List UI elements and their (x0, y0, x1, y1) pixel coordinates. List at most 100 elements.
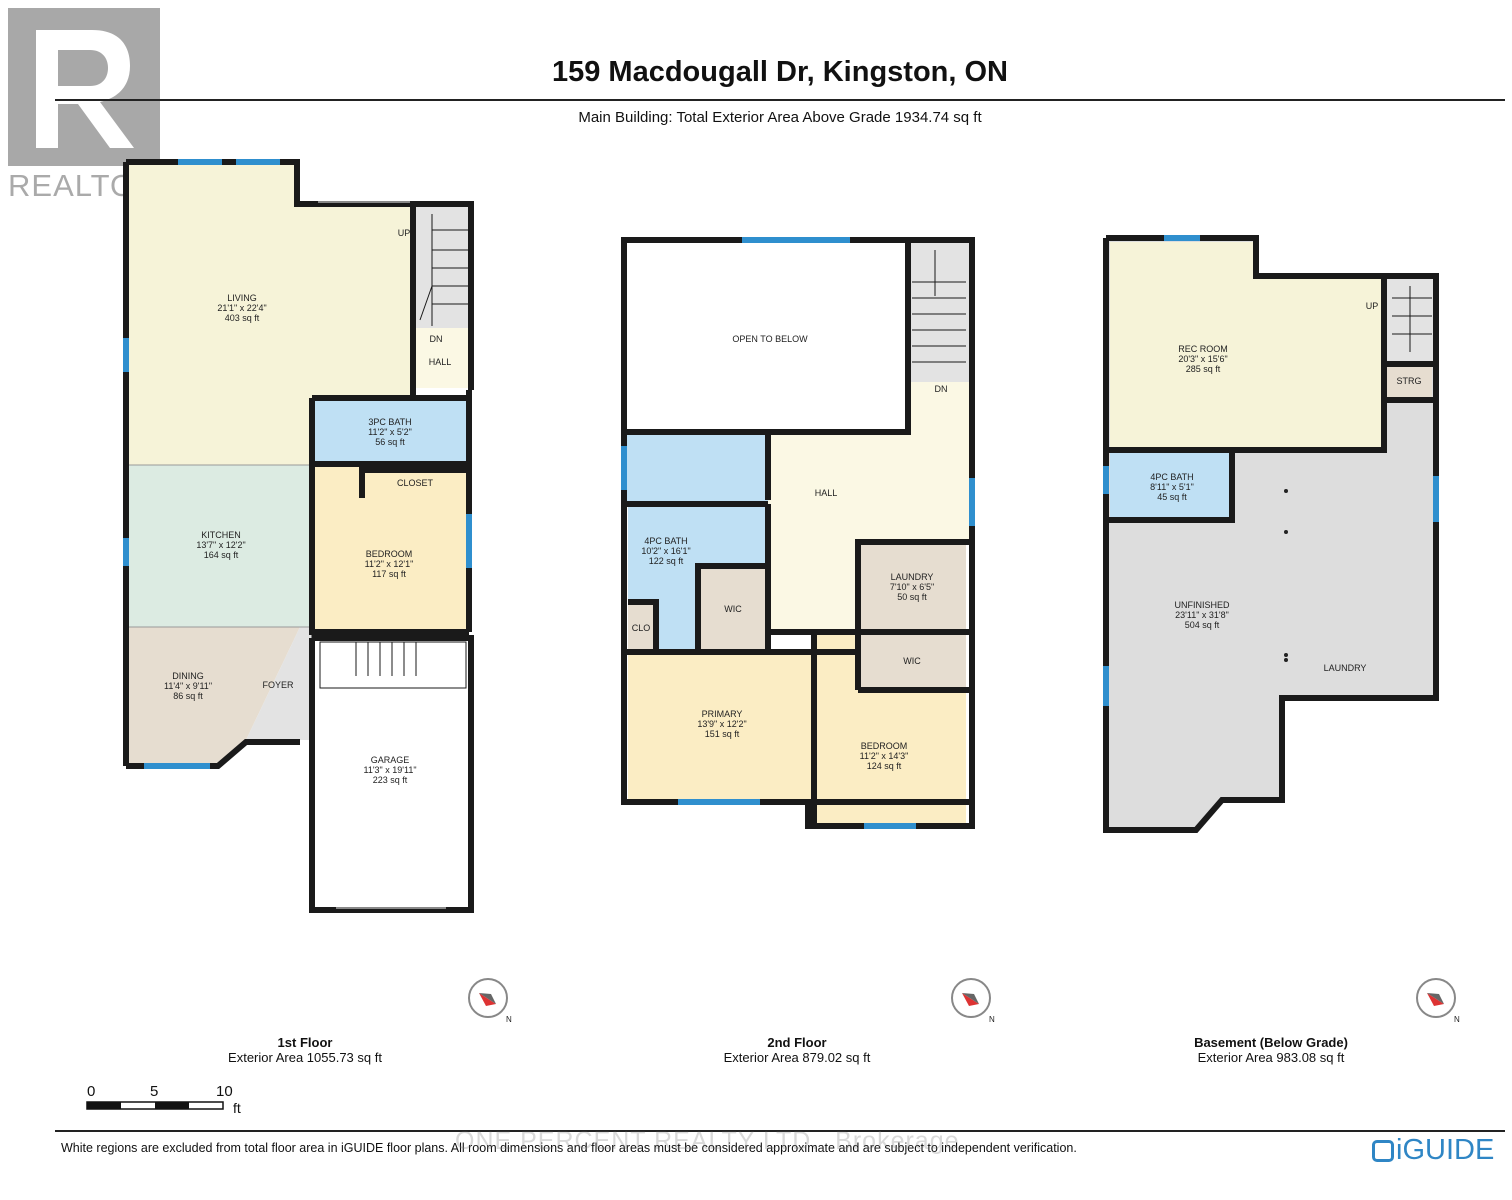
label-unfinished: UNFINISHED (1174, 600, 1230, 610)
label-4pc-bath-basement: 4PC BATH (1150, 472, 1193, 482)
area-bedroom-second: 124 sq ft (867, 761, 902, 771)
room-foyer (246, 627, 312, 740)
room-rec-room (1110, 242, 1382, 450)
label-4pc-bath-second: 4PC BATH (644, 536, 687, 546)
label-rec-room: REC ROOM (1178, 344, 1228, 354)
label-dining: DINING (172, 671, 204, 681)
room-laundry-second (858, 542, 966, 630)
room-clo (628, 602, 656, 652)
room-dining (126, 627, 300, 763)
svg-text:N: N (506, 1015, 512, 1024)
compass-icon-first: N (468, 978, 512, 1024)
stair-dn-first: DN (430, 334, 443, 344)
label-hall-first: HALL (429, 357, 452, 367)
area-garage: 223 sq ft (373, 775, 408, 785)
floor-area-basement: Exterior Area 983.08 sq ft (1197, 1050, 1345, 1065)
floor-area-second: Exterior Area 879.02 sq ft (723, 1050, 871, 1065)
room-living (126, 162, 413, 465)
page-title: 159 Macdougall Dr, Kingston, ON (551, 56, 1008, 88)
room-hall-second (768, 382, 972, 630)
iguide-icon (1372, 1140, 1394, 1162)
iguide-logo: iGUIDE (1372, 1134, 1494, 1167)
label-living: LIVING (227, 293, 257, 303)
area-open-to-below (624, 240, 908, 432)
compass-icon-second: N (951, 978, 995, 1024)
room-garage (314, 640, 469, 910)
svg-text:N: N (1454, 1015, 1460, 1024)
page-subtitle: Main Building: Total Exterior Area Above… (578, 109, 982, 126)
scale-tick-10: 10 (216, 1083, 233, 1100)
floor-name-basement: Basement (Below Grade) (1194, 1035, 1348, 1050)
stairs-second (908, 240, 972, 382)
label-bedroom-second: BEDROOM (861, 741, 908, 751)
stair-dn-second: DN (935, 384, 948, 394)
label-wic-primary: WIC (724, 604, 742, 614)
label-clo: CLO (632, 623, 651, 633)
floor-area-first: Exterior Area 1055.73 sq ft (228, 1050, 382, 1065)
floor-name-first: 1st Floor (277, 1035, 333, 1050)
label-closet: CLOSET (397, 478, 434, 488)
room-3pc-bath (314, 398, 469, 464)
room-hall-first (413, 328, 471, 388)
dims-laundry-second: 7'10" x 6'5" (890, 582, 934, 592)
stairs-basement (1384, 278, 1434, 364)
iguide-wordmark: iGUIDE (1396, 1134, 1495, 1166)
label-primary: PRIMARY (702, 709, 743, 719)
area-living: 403 sq ft (225, 313, 260, 323)
area-unfinished: 504 sq ft (1185, 620, 1220, 630)
compass-icon-basement: N (1416, 978, 1460, 1024)
first-floor-plan: LIVING 21'1" x 22'4" 403 sq ft KITCHEN 1… (123, 159, 474, 913)
dims-4pc-bath-second: 10'2" x 16'1" (641, 546, 690, 556)
room-primary (628, 652, 812, 800)
label-wic-bedroom: WIC (903, 656, 921, 666)
title-divider (55, 99, 1505, 101)
dims-3pc-bath: 11'2" x 5'2" (368, 427, 412, 437)
room-wic-bedroom (858, 632, 966, 690)
room-bedroom-second (814, 632, 966, 824)
scale-bar: 0 5 10 ft (86, 1083, 241, 1116)
label-laundry-second: LAUNDRY (891, 572, 934, 582)
room-strg (1386, 364, 1432, 398)
area-4pc-bath-basement: 45 sq ft (1157, 492, 1187, 502)
stair-up-first: UP (398, 228, 411, 238)
dims-4pc-bath-basement: 8'11" x 5'1" (1150, 482, 1194, 492)
room-4pc-bath-basement (1110, 452, 1230, 520)
scale-unit: ft (233, 1100, 241, 1116)
label-foyer: FOYER (262, 680, 294, 690)
label-garage: GARAGE (371, 755, 410, 765)
label-laundry-basement: LAUNDRY (1324, 663, 1367, 673)
dims-bedroom-first: 11'2" x 12'1" (365, 559, 414, 569)
dims-kitchen: 13'7" x 12'2" (196, 540, 245, 550)
dims-garage: 11'3" x 19'11" (363, 765, 416, 775)
floor-caption-second: 2nd Floor Exterior Area 879.02 sq ft (677, 1035, 917, 1065)
dims-dining: 11'4" x 9'11" (164, 681, 212, 691)
label-bedroom-first: BEDROOM (366, 549, 413, 559)
label-hall-second: HALL (815, 488, 838, 498)
area-kitchen: 164 sq ft (204, 550, 239, 560)
floor-caption-basement: Basement (Below Grade) Exterior Area 983… (1151, 1035, 1391, 1065)
room-kitchen (126, 465, 312, 627)
dims-bedroom-second: 11'2" x 14'3" (860, 751, 909, 761)
dims-primary: 13'9" x 12'2" (697, 719, 746, 729)
basement-plan: REC ROOM 20'3" x 15'6" 285 sq ft STRG 4P… (1103, 235, 1439, 833)
scale-tick-5: 5 (150, 1083, 158, 1100)
dims-living: 21'1" x 22'4" (217, 303, 266, 313)
area-bedroom-first: 117 sq ft (372, 569, 406, 579)
label-kitchen: KITCHEN (201, 530, 241, 540)
room-bath-upper (624, 432, 768, 502)
label-open-to-below: OPEN TO BELOW (732, 334, 808, 344)
brokerage-watermark: ONE PERCENT REALTY LTD., Brokerage (455, 1127, 960, 1155)
dims-rec-room: 20'3" x 15'6" (1178, 354, 1227, 364)
stairs-first-up (413, 204, 471, 328)
area-rec-room: 285 sq ft (1186, 364, 1221, 374)
footer-divider (55, 1130, 1505, 1132)
room-wic-primary (698, 566, 768, 650)
label-3pc-bath: 3PC BATH (368, 417, 411, 427)
area-primary: 151 sq ft (705, 729, 740, 739)
second-floor-plan: OPEN TO BELOW HALL 4PC BATH 10'2" x 16'1… (621, 237, 975, 829)
floor-name-second: 2nd Floor (767, 1035, 827, 1050)
svg-text:N: N (989, 1015, 995, 1024)
floor-caption-first: 1st Floor Exterior Area 1055.73 sq ft (185, 1035, 425, 1065)
realtor-logo (8, 8, 160, 166)
dims-unfinished: 23'11" x 31'8" (1175, 610, 1229, 620)
